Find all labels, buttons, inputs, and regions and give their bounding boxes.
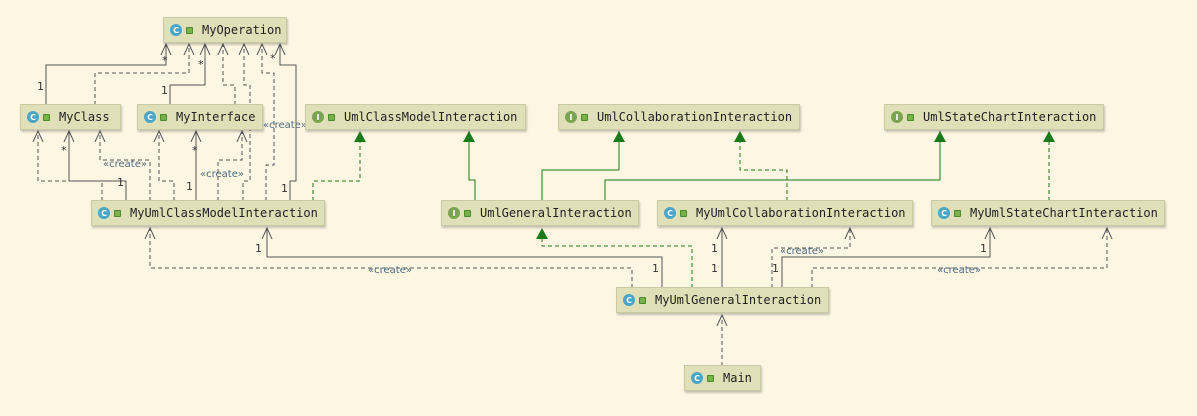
impl-classmodel-interface [312,131,366,201]
edge-myinterface-myoperation [170,44,205,105]
access-modifier-icon [328,113,335,121]
node-name: MyUmlStateChartInteraction [970,206,1158,220]
node-umlstatechartinteraction[interactable]: I UmlStateChartInteraction [884,104,1104,130]
dep-classmodel-myoperation-2 [262,44,275,201]
node-myumlcollaborationinteraction[interactable]: C MyUmlCollaborationInteraction [657,200,913,226]
node-umlclassmodelinteraction[interactable]: I UmlClassModelInteraction [305,104,526,130]
create-label: «create» [780,246,824,257]
multiplicity-label: 1 [711,242,718,255]
multiplicity-label: 1 [281,182,288,195]
multiplicity-label: 1 [161,84,168,97]
dep-general-classmodel [150,228,633,288]
class-icon: C [170,24,182,36]
impl-collaboration-interface [734,131,788,201]
node-name: MyInterface [176,110,256,124]
class-icon: C [27,111,39,123]
node-myumlclassmodelinteraction[interactable]: C MyUmlClassModelInteraction [91,200,325,226]
access-modifier-icon [581,113,588,121]
access-modifier-icon [186,26,193,34]
node-myoperation[interactable]: C MyOperation [163,17,287,43]
multiplicity-label: 1 [117,176,124,189]
class-icon: C [623,294,635,306]
dep-classmodel-myinterface-create-2 [217,131,242,201]
node-umlgeneralinteraction[interactable]: I UmlGeneralInteraction [441,200,639,226]
multiplicity-label: * [270,52,276,65]
dep-myclass-myoperation [94,44,189,105]
multiplicity-label: 1 [980,242,987,255]
node-name: UmlClassModelInteraction [344,110,518,124]
access-modifier-icon [680,209,687,217]
node-name: UmlCollaborationInteraction [597,110,793,124]
multiplicity-label: 1 [711,262,718,275]
dep-classmodel-myclass-create [38,131,103,201]
access-modifier-icon [639,296,646,304]
node-myclass[interactable]: C MyClass [20,104,121,130]
class-icon: C [938,207,950,219]
multiplicity-label: 1 [772,262,779,275]
node-name: Main [723,371,752,385]
access-modifier-icon [954,209,961,217]
create-label: «create» [937,265,981,276]
create-label: «create» [103,159,147,170]
create-label: «create» [368,265,412,276]
interface-icon: I [312,111,324,123]
node-name: MyClass [59,110,110,124]
node-name: MyUmlCollaborationInteraction [696,206,906,220]
multiplicity-label: * [61,144,67,157]
class-icon: C [691,372,703,384]
multiplicity-label: * [162,54,168,67]
access-modifier-icon [907,113,914,121]
node-name: MyOperation [202,23,282,37]
dep-general-statechart [811,228,1107,288]
impl-general-interface [536,228,693,288]
multiplicity-label: 1 [255,242,262,255]
access-modifier-icon [114,209,121,217]
node-name: UmlStateChartInteraction [923,110,1097,124]
multiplicity-label: 1 [186,180,193,193]
dep-general-collaboration [771,228,850,288]
node-myumlstatechartinteraction[interactable]: C MyUmlStateChartInteraction [931,200,1165,226]
interface-icon: I [891,111,903,123]
node-name: MyUmlClassModelInteraction [130,206,318,220]
create-label: «create» [263,120,307,131]
access-modifier-icon [707,374,714,382]
realize-general-classmodel-interface [463,131,476,201]
class-icon: C [664,207,676,219]
multiplicity-label: * [192,144,198,157]
interface-icon: I [448,207,460,219]
edge-general-classmodel [267,228,662,288]
dep-classmodel-myinterface-create [159,131,175,201]
class-icon: C [98,207,110,219]
node-myumlgeneralinteraction[interactable]: C MyUmlGeneralInteraction [616,287,829,313]
multiplicity-label: * [198,58,204,71]
access-modifier-icon [160,113,167,121]
class-icon: C [144,111,156,123]
dep-myinterface-myoperation [223,44,236,105]
node-main[interactable]: C Main [684,365,761,391]
edge-general-statechart [782,228,990,288]
access-modifier-icon [43,113,50,121]
node-myinterface[interactable]: C MyInterface [137,104,263,130]
interface-icon: I [565,111,577,123]
multiplicity-label: 1 [37,80,44,93]
node-name: MyUmlGeneralInteraction [655,293,822,307]
edge-classmodel-myoperation [280,44,297,201]
multiplicity-label: 1 [652,262,659,275]
create-label: «create» [200,169,244,180]
realize-general-collaboration-interface [541,131,625,201]
realize-general-statechart-interface [604,131,946,201]
node-name: UmlGeneralInteraction [480,206,632,220]
edge-myclass-myoperation [46,44,166,105]
dep-classmodel-myclass-create-2 [100,131,151,201]
dep-classmodel-myoperation-1 [243,44,251,201]
node-umlcollaborationinteraction[interactable]: I UmlCollaborationInteraction [558,104,800,130]
access-modifier-icon [464,209,471,217]
